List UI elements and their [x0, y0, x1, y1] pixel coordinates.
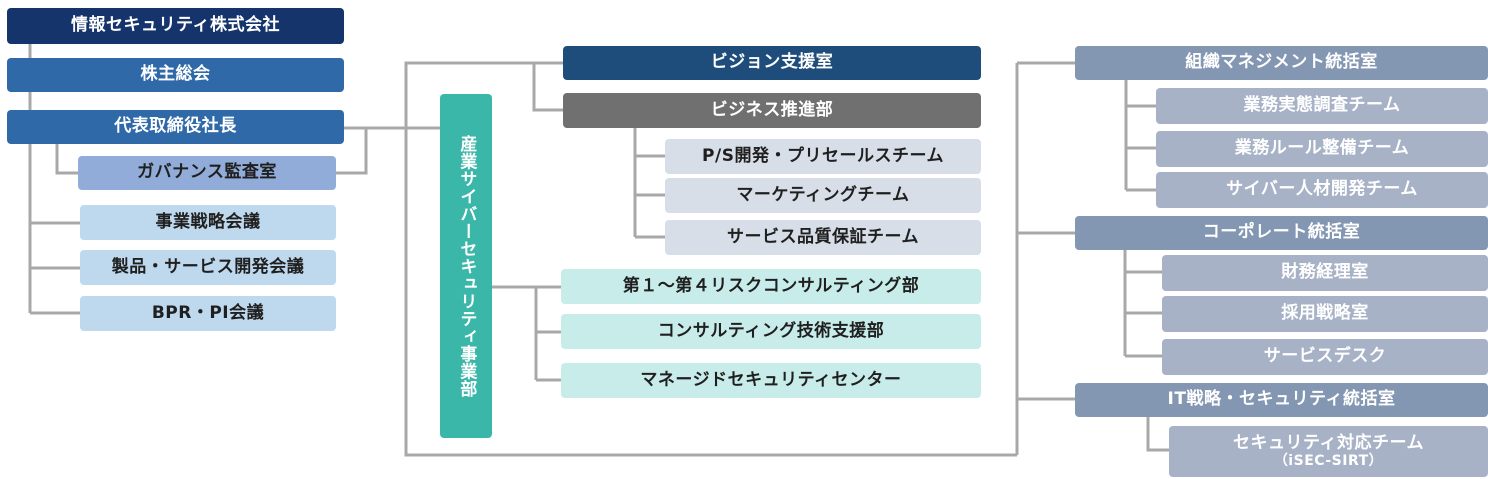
business-box: ビジネス推進部	[563, 93, 981, 128]
company-label: 情報セキュリティ株式会社	[71, 15, 280, 36]
consulting-label-2: コンサルティング技術支援部	[657, 320, 885, 341]
consulting-box-3: マネージドセキュリティセンター	[561, 363, 981, 398]
business-label: ビジネス推進部	[710, 99, 834, 120]
corporate-team-label-3: サービスデスク	[1263, 346, 1387, 367]
shareholders-box: 株主総会	[7, 58, 344, 92]
consulting-box-1: 第１～第４リスクコンサルティング部	[561, 269, 981, 304]
industrial-division-box: 産業サイバーセキュリティ事業部	[440, 94, 492, 438]
it-box: IT戦略・セキュリティ統括室	[1075, 383, 1488, 417]
org-mgmt-box: 組織マネジメント統括室	[1075, 46, 1488, 80]
connector-business-teams	[633, 128, 665, 239]
ceo-box: 代表取締役社長	[7, 110, 344, 144]
corporate-team-box-2: 採用戦略室	[1162, 296, 1488, 332]
industrial-division-label: 産業サイバーセキュリティ事業部	[456, 134, 477, 398]
org-mgmt-team-label-1: 業務実態調査チーム	[1243, 95, 1401, 116]
org-mgmt-label: 組織マネジメント統括室	[1185, 52, 1378, 73]
consulting-label-3: マネージドセキュリティセンター	[640, 369, 902, 390]
meeting-box-2: 製品・サービス開発会議	[80, 250, 336, 285]
corporate-label: コーポレート統括室	[1202, 222, 1361, 243]
corporate-team-box-3: サービスデスク	[1162, 339, 1488, 375]
connector-consulting-branches	[536, 285, 561, 382]
governance-box: ガバナンス監査室	[78, 156, 336, 190]
org-mgmt-team-box-2: 業務ルール整備チーム	[1156, 131, 1488, 167]
connector-corporate-teams	[1123, 250, 1162, 358]
company-box: 情報セキュリティ株式会社	[7, 8, 344, 44]
business-team-label-1: P/S開発・プリセールスチーム	[702, 145, 944, 166]
consulting-label-1: 第１～第４リスクコンサルティング部	[622, 275, 920, 296]
business-team-box-2: マーケティングチーム	[665, 178, 981, 213]
meeting-label-3: BPR・PI会議	[151, 302, 265, 323]
ceo-label: 代表取締役社長	[114, 116, 237, 137]
org-mgmt-team-box-3: サイバー人材開発チーム	[1156, 172, 1488, 208]
connector-division-lower-loop	[404, 128, 1017, 457]
corporate-team-label-1: 財務経理室	[1281, 262, 1369, 283]
business-team-box-1: P/S開発・プリセールスチーム	[665, 139, 981, 174]
connector-division-consulting	[492, 285, 538, 380]
meeting-box-1: 事業戦略会議	[80, 205, 336, 240]
corporate-team-label-2: 採用戦略室	[1281, 303, 1369, 324]
org-mgmt-team-label-3: サイバー人材開発チーム	[1226, 179, 1418, 200]
corporate-team-box-1: 財務経理室	[1162, 255, 1488, 291]
it-team-box: セキュリティ対応チーム （iSEC-SIRT）	[1169, 426, 1488, 477]
it-team-label: セキュリティ対応チーム	[1233, 433, 1424, 454]
it-label: IT戦略・セキュリティ統括室	[1167, 389, 1396, 410]
meeting-label-2: 製品・サービス開発会議	[111, 256, 305, 277]
vision-label: ビジョン支援室	[710, 52, 834, 73]
connector-ceo-governance	[55, 144, 78, 175]
connector-vision-business	[532, 63, 563, 112]
business-team-label-2: マーケティングチーム	[736, 184, 910, 205]
meeting-box-3: BPR・PI会議	[80, 296, 336, 331]
connector-division-vision	[404, 61, 563, 128]
shareholders-label: 株主総会	[140, 64, 211, 85]
meeting-label-1: 事業戦略会議	[155, 211, 261, 232]
business-team-label-3: サービス品質保証チーム	[727, 226, 919, 247]
org-mgmt-team-label-2: 業務ルール整備チーム	[1234, 138, 1410, 159]
business-team-box-3: サービス品質保証チーム	[665, 220, 981, 255]
it-team-sub-label: （iSEC-SIRT）	[1273, 452, 1384, 469]
governance-label: ガバナンス監査室	[137, 162, 277, 183]
connector-governance-division	[336, 128, 368, 175]
connector-it-team	[1146, 416, 1169, 452]
consulting-box-2: コンサルティング技術支援部	[561, 314, 981, 349]
vision-box: ビジョン支援室	[563, 46, 981, 80]
corporate-box: コーポレート統括室	[1075, 216, 1488, 250]
connector-right-boxes	[1017, 61, 1075, 401]
connector-meetings	[30, 221, 80, 315]
org-mgmt-team-box-1: 業務実態調査チーム	[1156, 88, 1488, 124]
connector-orgmgmt-teams	[1124, 80, 1156, 192]
